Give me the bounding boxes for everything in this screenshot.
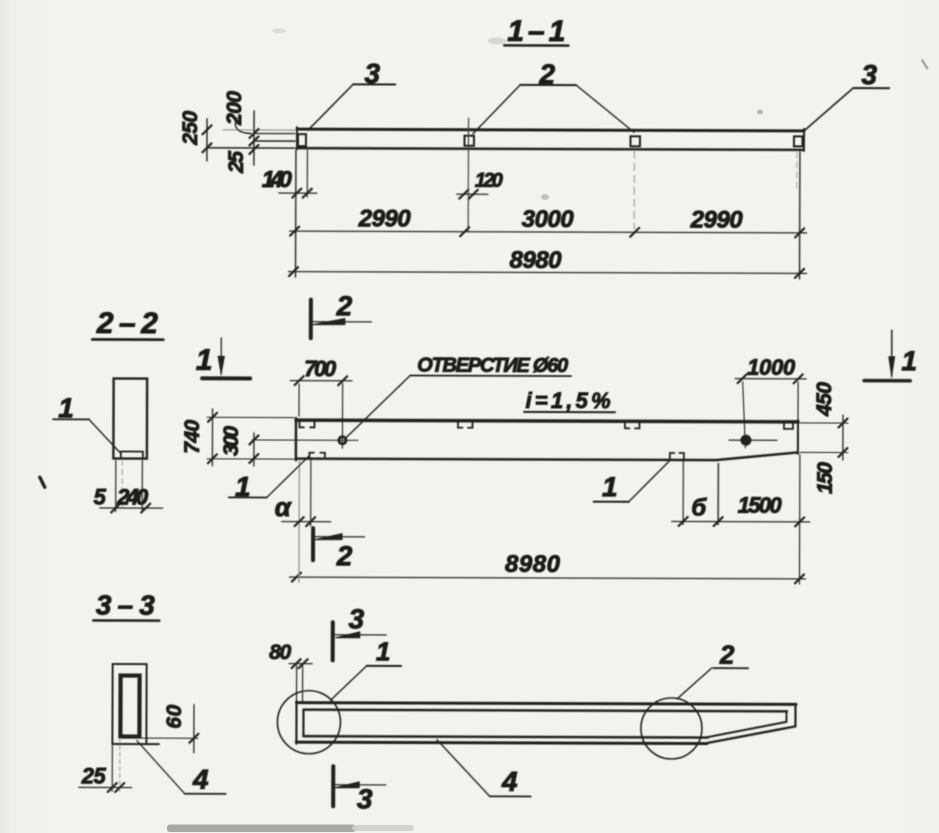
svg-text:3: 3 [364,58,380,89]
svg-text:3: 3 [357,783,373,814]
svg-text:1: 1 [376,636,391,666]
svg-text:3: 3 [348,603,364,634]
svg-text:б: б [691,495,707,522]
svg-text:3000: 3000 [522,206,575,233]
svg-text:1500: 1500 [738,493,783,518]
svg-text:4: 4 [192,764,209,795]
svg-text:i=1,5%: i=1,5% [526,388,611,413]
svg-text:300: 300 [220,426,243,456]
svg-text:1000: 1000 [747,355,796,380]
svg-text:60: 60 [163,704,186,728]
svg-text:8980: 8980 [510,247,563,274]
svg-text:5: 5 [94,484,107,509]
svg-text:1–1: 1–1 [507,15,565,48]
svg-text:120: 120 [475,170,503,192]
svg-text:4: 4 [501,766,518,797]
svg-text:2: 2 [538,58,555,89]
svg-text:2990: 2990 [358,205,412,232]
svg-text:2: 2 [719,640,735,670]
svg-text:3: 3 [861,59,877,90]
svg-text:2990: 2990 [690,206,744,233]
svg-text:1: 1 [602,471,618,502]
svg-text:150: 150 [814,462,837,494]
svg-text:250: 250 [179,110,202,145]
svg-text:1: 1 [901,345,917,376]
svg-text:1: 1 [58,392,74,423]
svg-text:2: 2 [336,290,353,321]
svg-text:450: 450 [813,382,836,417]
svg-text:200: 200 [223,91,246,126]
svg-text:8980: 8980 [505,551,561,578]
svg-text:ОТВЕРСТИЕ Ø60: ОТВЕРСТИЕ Ø60 [417,355,568,378]
svg-text:2–2: 2–2 [96,307,158,340]
svg-text:1: 1 [196,344,213,377]
svg-text:α: α [275,492,293,522]
svg-text:80: 80 [269,641,291,664]
svg-text:240: 240 [116,484,149,509]
svg-text:140: 140 [262,166,292,192]
svg-text:25: 25 [81,763,107,788]
svg-text:1: 1 [235,471,251,502]
svg-text:700: 700 [304,356,337,381]
svg-text:25: 25 [225,151,248,174]
svg-text:3–3: 3–3 [96,589,156,620]
svg-text:2: 2 [336,540,353,571]
svg-text:740: 740 [181,419,204,453]
